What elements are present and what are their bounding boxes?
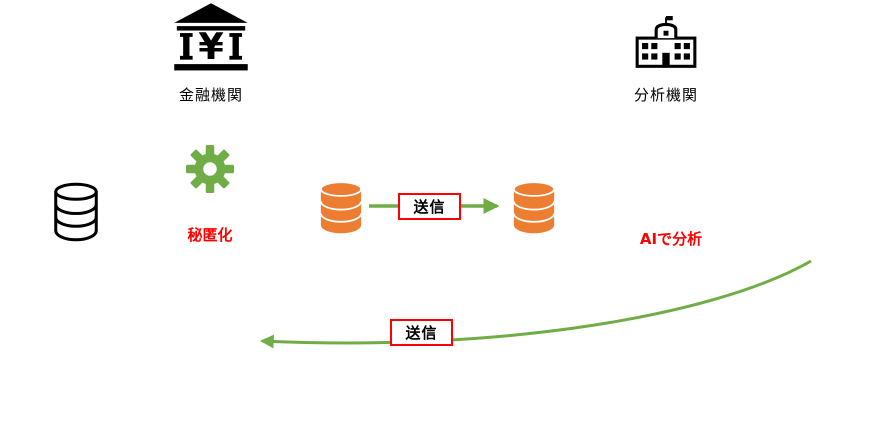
svg-text:¥: ¥ [198,25,224,68]
received-database-icon [512,181,556,234]
source-database-icon [54,182,98,242]
ai-analysis-label: AIで分析 [639,230,703,248]
send-box-return: 送信 [390,319,453,346]
gear-icon [186,145,234,193]
school-icon [635,16,697,68]
anonymized-database-icon [319,181,363,234]
anonymize-label: 秘匿化 [187,226,233,244]
bank-node: ¥ 金融機関 [152,2,270,105]
analysis-label: 分析機関 [633,86,698,104]
send-box-forward: 送信 [398,193,461,220]
bank-label: 金融機関 [178,86,243,104]
analysis-node: 分析機関 [606,16,726,105]
return-arrow [259,259,812,349]
bank-icon: ¥ [174,3,248,71]
